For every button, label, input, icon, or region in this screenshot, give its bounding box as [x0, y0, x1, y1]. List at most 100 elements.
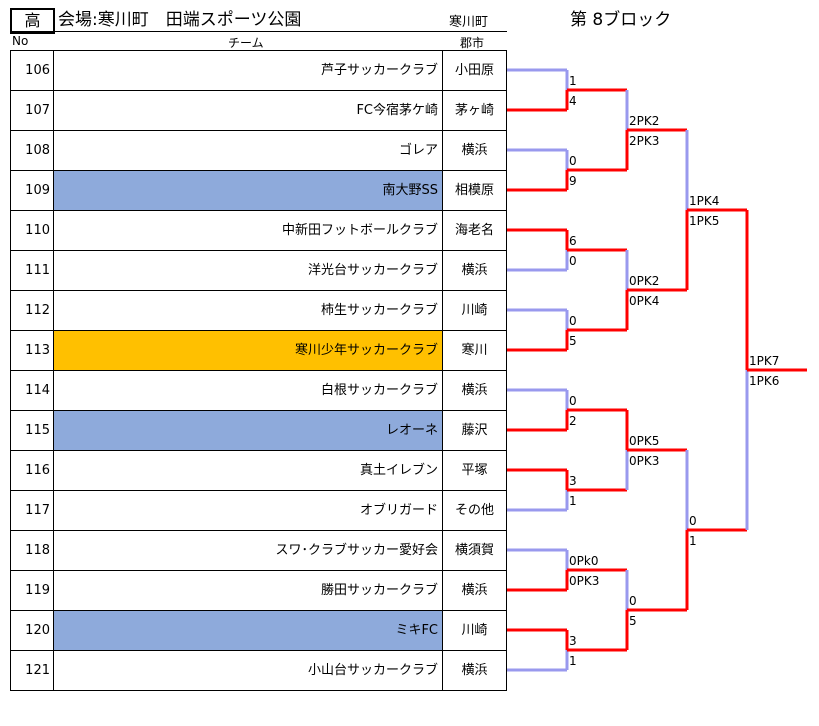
team-number: 121: [10, 651, 53, 690]
score-bottom: 0PK4: [629, 294, 659, 308]
team-name: スワ･クラブサッカー愛好会: [53, 531, 442, 570]
team-city: 横浜: [442, 371, 507, 410]
team-city: 横浜: [442, 571, 507, 610]
team-city: 海老名: [442, 211, 507, 250]
team-city: 川崎: [442, 291, 507, 330]
team-city: 横須賀: [442, 531, 507, 570]
block-title: 第 8ブロック: [570, 10, 672, 30]
team-name: 白根サッカークラブ: [53, 371, 442, 410]
score-top: 0: [569, 314, 577, 328]
team-number: 115: [10, 411, 53, 450]
team-number: 108: [10, 131, 53, 170]
score-top: 3: [569, 634, 577, 648]
team-city: 寒川: [442, 331, 507, 370]
team-number: 113: [10, 331, 53, 370]
score-bottom: 5: [629, 614, 637, 628]
score-top: 3: [569, 474, 577, 488]
team-number: 109: [10, 171, 53, 210]
score-top: 0PK5: [629, 434, 659, 448]
team-name: ミキFC: [53, 611, 442, 650]
team-city: 小田原: [442, 51, 507, 90]
score-top: 0PK2: [629, 274, 659, 288]
score-bottom: 1: [569, 654, 577, 668]
column-header-no: No: [12, 34, 29, 48]
team-number: 107: [10, 91, 53, 130]
team-name: FC今宿茅ケ崎: [53, 91, 442, 130]
team-name: 小山台サッカークラブ: [53, 651, 442, 690]
team-number: 116: [10, 451, 53, 490]
team-number: 120: [10, 611, 53, 650]
score-top: 2PK2: [629, 114, 659, 128]
team-name: 勝田サッカークラブ: [53, 571, 442, 610]
team-city: 横浜: [442, 651, 507, 690]
team-name: 柿生サッカークラブ: [53, 291, 442, 330]
score-bottom: 4: [569, 94, 577, 108]
score-top: 0Pk0: [569, 554, 598, 568]
score-bottom: 5: [569, 334, 577, 348]
team-name: ゴレア: [53, 131, 442, 170]
team-city: 平塚: [442, 451, 507, 490]
team-city: 茅ヶ崎: [442, 91, 507, 130]
team-number: 119: [10, 571, 53, 610]
score-top: 0: [629, 594, 637, 608]
score-bottom: 1PK5: [689, 214, 719, 228]
team-name: オブリガード: [53, 491, 442, 530]
score-bottom: 1: [569, 494, 577, 508]
score-bottom: 1: [689, 534, 697, 548]
team-city: 藤沢: [442, 411, 507, 450]
score-bottom: 0PK3: [569, 574, 599, 588]
team-name: 芦子サッカークラブ: [53, 51, 442, 90]
team-number: 114: [10, 371, 53, 410]
team-number: 106: [10, 51, 53, 90]
team-city: 横浜: [442, 131, 507, 170]
score-top: 1PK7: [749, 354, 779, 368]
team-number: 118: [10, 531, 53, 570]
venue-title: 会場:寒川町 田端スポーツ公園: [58, 10, 302, 30]
team-city: その他: [442, 491, 507, 530]
team-number: 110: [10, 211, 53, 250]
team-number: 117: [10, 491, 53, 530]
column-header-city: 郡市: [460, 36, 485, 50]
team-number: 112: [10, 291, 53, 330]
team-number: 111: [10, 251, 53, 290]
team-name: 中新田フットボールクラブ: [53, 211, 442, 250]
score-top: 0: [569, 394, 577, 408]
team-city: 川崎: [442, 611, 507, 650]
team-city: 相模原: [442, 171, 507, 210]
score-bottom: 2PK3: [629, 134, 659, 148]
score-bottom: 0PK3: [629, 454, 659, 468]
score-bottom: 1PK6: [749, 374, 779, 388]
host-town: 寒川町: [449, 15, 489, 30]
grade-badge: 高: [10, 8, 55, 34]
team-name: レオーネ: [53, 411, 442, 450]
header-divider: [10, 31, 507, 32]
team-name: 寒川少年サッカークラブ: [53, 331, 442, 370]
column-header-team: チーム: [228, 36, 264, 50]
team-name: 南大野SS: [53, 171, 442, 210]
score-bottom: 0: [569, 254, 577, 268]
team-city: 横浜: [442, 251, 507, 290]
score-top: 1: [569, 74, 577, 88]
team-name: 洋光台サッカークラブ: [53, 251, 442, 290]
score-top: 6: [569, 234, 577, 248]
score-bottom: 2: [569, 414, 577, 428]
score-top: 0: [569, 154, 577, 168]
team-name: 真土イレブン: [53, 451, 442, 490]
